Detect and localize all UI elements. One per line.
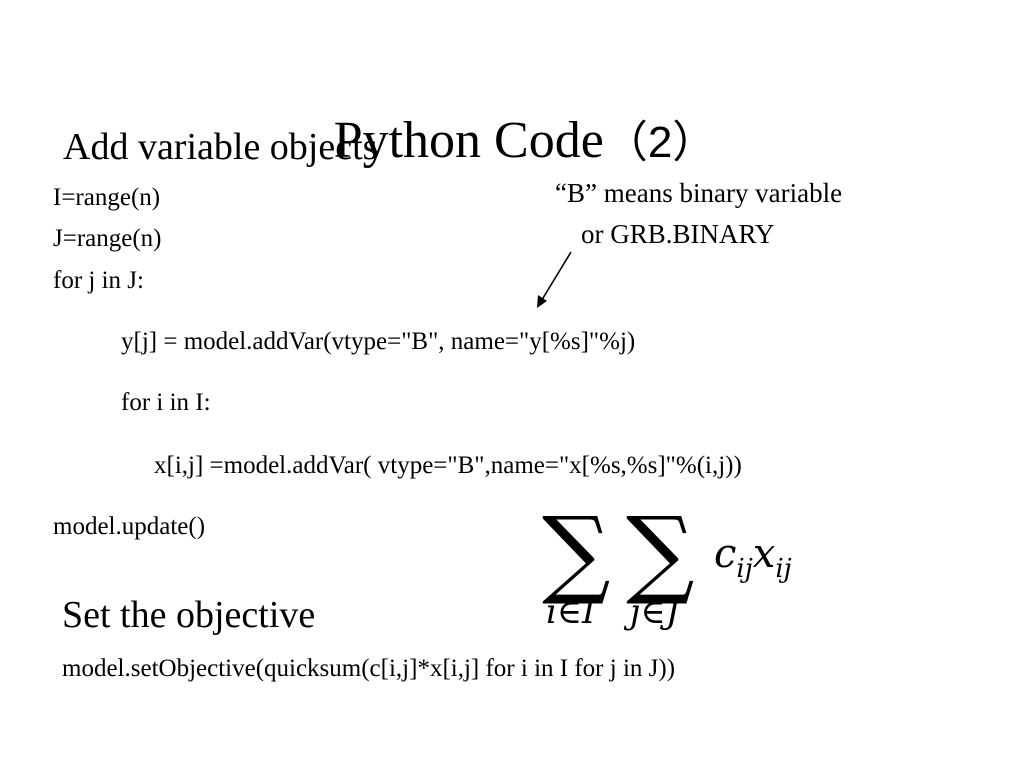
sum-index-i: i∈I xyxy=(546,592,596,632)
var-x: x xyxy=(752,531,776,577)
var-x-subscript: ij xyxy=(775,554,792,584)
arrow-head xyxy=(537,295,547,308)
annotation-note-line-2: or GRB.BINARY xyxy=(581,219,775,249)
slide-title-number: （2） xyxy=(603,118,717,167)
slide-title-text: Python Code xyxy=(333,112,604,169)
objective-formula: ∑ ∑ i∈I j∈J cijxij xyxy=(540,502,860,642)
section-heading-add-variables: Add variable objects xyxy=(63,126,378,168)
code-line-7: model.update() xyxy=(53,513,206,540)
code-line-3: for j in J: xyxy=(53,267,144,294)
coeff-c-subscript: ij xyxy=(736,554,753,584)
slide-title: Python Code（2） xyxy=(0,42,1024,176)
code-line-6: x[i,j] =model.addVar( vtype="B",name="x[… xyxy=(154,452,742,479)
coeff-c: c xyxy=(714,531,737,577)
sum-symbol-j: ∑ xyxy=(626,496,695,608)
code-line-4: y[j] = model.addVar(vtype="B", name="y[%… xyxy=(121,328,636,355)
section-heading-set-objective: Set the objective xyxy=(62,594,316,636)
arrow-shaft xyxy=(539,251,572,304)
annotation-note-line-1: “B” means binary variable xyxy=(555,178,843,208)
code-line-5: for i in I: xyxy=(121,389,211,416)
objective-code-line: model.setObjective(quicksum(c[i,j]*x[i,j… xyxy=(62,655,676,682)
code-line-2: J=range(n) xyxy=(53,225,162,252)
formula-term: cijxij xyxy=(714,532,792,591)
sum-index-j: j∈J xyxy=(630,592,680,632)
sum-symbol-i: ∑ xyxy=(542,496,611,608)
code-line-1: I=range(n) xyxy=(53,184,161,211)
